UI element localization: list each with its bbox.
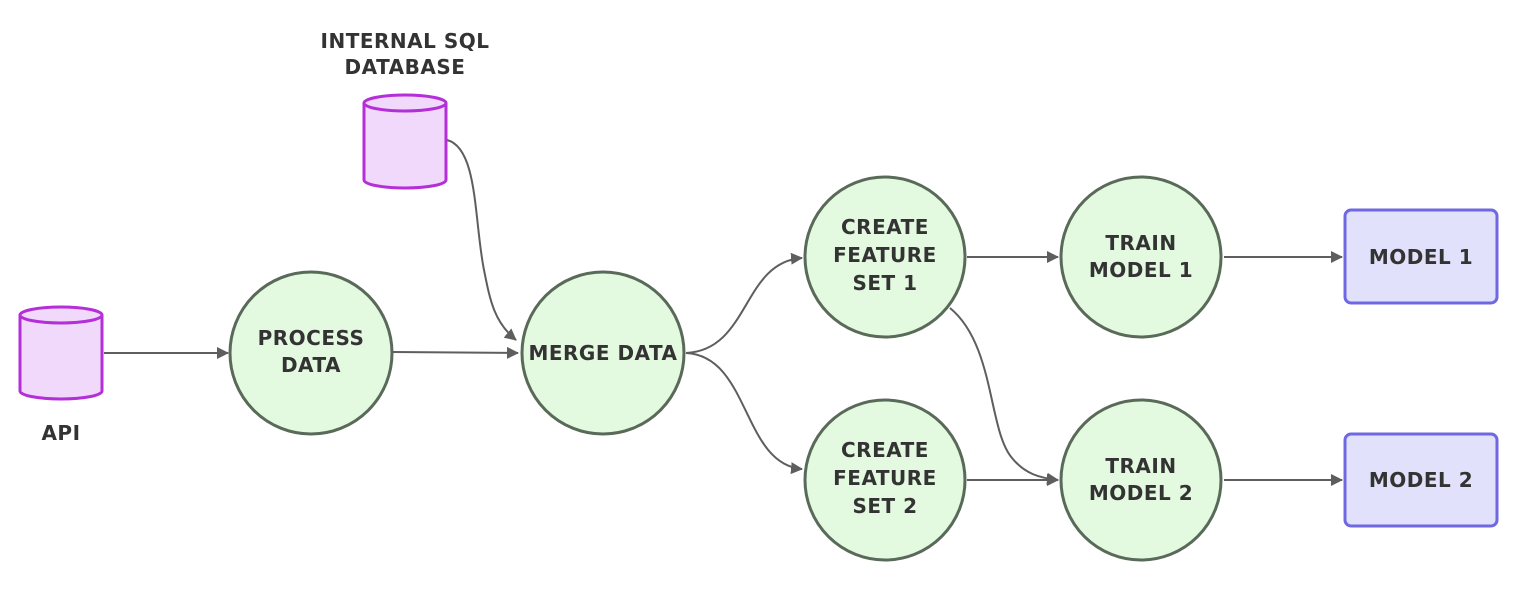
node-train-model-2: TRAIN MODEL 2 [1059, 398, 1223, 562]
feature-set-1-label-1: CREATE [841, 215, 929, 239]
node-model-1: MODEL 1 [1343, 208, 1499, 305]
feature-set-2-circle [803, 398, 967, 562]
edge-sql-to-merge [446, 139, 517, 341]
sql-database-icon [362, 103, 448, 190]
feature-set-1-label-3: SET 1 [852, 271, 917, 295]
node-train-model-1: TRAIN MODEL 1 [1059, 175, 1223, 339]
merge-data-circle [520, 270, 686, 436]
api-database-icon [18, 315, 104, 401]
node-create-feature-set-1: CREATE FEATURE SET 1 [803, 175, 967, 339]
train-model-1-circle [1059, 175, 1223, 339]
sql-database-label-2: DATABASE [345, 55, 466, 79]
feature-set-2-label-1: CREATE [841, 438, 929, 462]
feature-set-2-label-2: FEATURE [833, 466, 937, 490]
node-create-feature-set-2: CREATE FEATURE SET 2 [803, 398, 967, 562]
process-data-label-2: DATA [281, 353, 341, 377]
process-data-circle [228, 270, 394, 436]
model-1-box [1343, 208, 1499, 305]
edge-merge-to-feature1 [685, 252, 803, 354]
merge-data-label: MERGE DATA [528, 341, 677, 365]
node-process-data: PROCESS DATA [228, 270, 394, 436]
train-model-1-label-1: TRAIN [1105, 231, 1176, 255]
train-model-2-circle [1059, 398, 1223, 562]
node-sql-database: INTERNAL SQL DATABASE [321, 29, 490, 190]
edge-process-to-merge [392, 346, 519, 359]
api-database-top [18, 305, 104, 325]
edge-merge-to-feature2 [685, 352, 803, 475]
sql-database-top [362, 93, 448, 113]
train-model-2-label-1: TRAIN [1105, 454, 1176, 478]
model-1-label: MODEL 1 [1369, 245, 1473, 269]
train-model-2-label-2: MODEL 2 [1089, 481, 1193, 505]
node-api: API [18, 305, 104, 445]
feature-set-2-label-3: SET 2 [852, 494, 917, 518]
sql-database-label-1: INTERNAL SQL [321, 29, 490, 53]
model-2-box [1343, 432, 1499, 528]
feature-set-1-label-2: FEATURE [833, 243, 937, 267]
edges [104, 139, 1343, 486]
feature-set-1-circle [803, 175, 967, 339]
edge-feature1-to-train2 [949, 307, 1059, 485]
model-2-label: MODEL 2 [1369, 468, 1473, 492]
node-model-2: MODEL 2 [1343, 432, 1499, 528]
node-merge-data: MERGE DATA [520, 270, 686, 436]
process-data-label-1: PROCESS [258, 326, 365, 350]
train-model-1-label-2: MODEL 1 [1089, 258, 1193, 282]
api-label: API [41, 421, 80, 445]
